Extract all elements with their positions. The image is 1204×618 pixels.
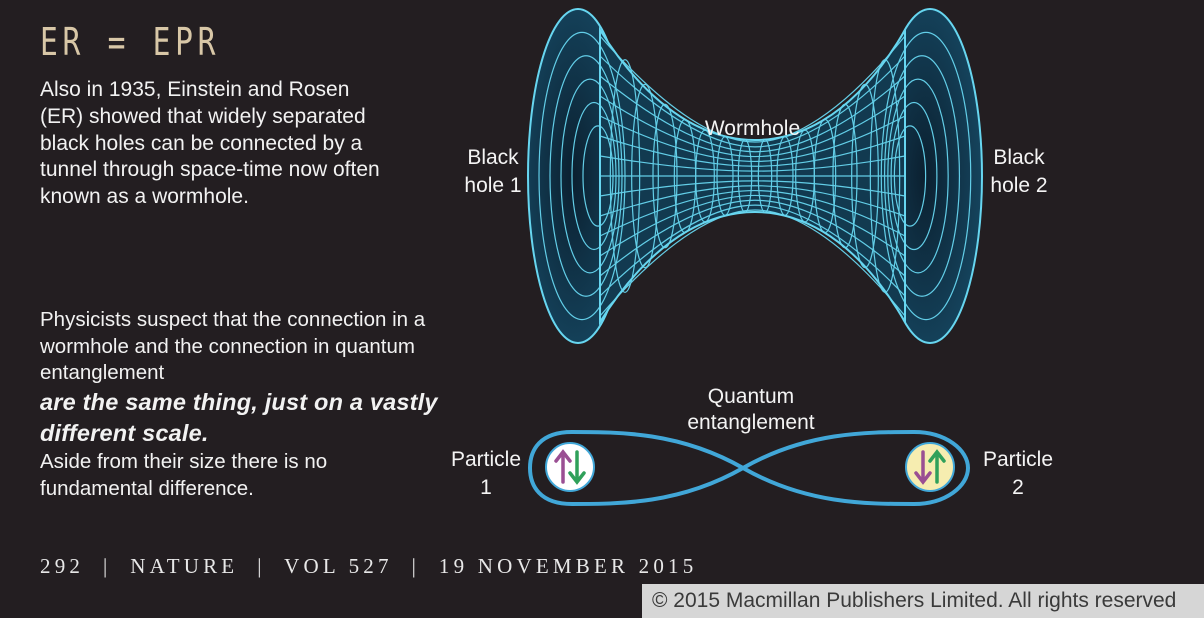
wormhole-grid-ring	[869, 59, 901, 293]
label-line: 1	[480, 476, 492, 499]
label-line: Quantum	[707, 385, 795, 408]
copyright-banner: © 2015 Macmillan Publishers Limited. All…	[642, 584, 1204, 618]
paragraph-outro: Aside from their size there is no fundam…	[40, 450, 328, 500]
wormhole-grid-line	[599, 189, 906, 237]
label-line: Black	[467, 146, 519, 169]
label-line: 2	[1012, 476, 1024, 499]
particle-2	[905, 442, 955, 492]
footer-citation: 292 | NATURE | VOL 527 | 19 NOVEMBER 201…	[40, 554, 698, 578]
wormhole-grid-line	[599, 115, 906, 163]
wormhole-grid-ring	[631, 83, 659, 269]
entanglement-loop	[527, 429, 971, 507]
label-particle-1: Particle 1	[440, 446, 532, 502]
paragraph-emphasis: are the same thing, just on a vastly dif…	[40, 389, 438, 447]
wormhole-illustration	[527, 8, 983, 344]
wormhole-grid-ring	[832, 103, 858, 249]
heading-er-epr: ER = EPR	[40, 20, 221, 64]
wormhole-grid-line	[599, 185, 906, 217]
wormhole-grid-line	[599, 209, 906, 317]
wormhole-grid-ring	[609, 59, 641, 293]
label-quantum-entanglement: Quantum entanglement	[660, 384, 842, 436]
paragraph-er-wormhole: Also in 1935, Einstein and Rosen (ER) sh…	[40, 78, 380, 209]
label-black-hole-1: Black hole 1	[450, 144, 536, 200]
label-line: hole 1	[464, 174, 522, 197]
wormhole-grid-line	[599, 135, 906, 167]
wormhole-grid-line	[599, 194, 906, 257]
paragraph-entanglement: Physicists suspect that the connection i…	[40, 307, 440, 503]
label-line: entanglement	[687, 411, 815, 434]
label-line: Particle	[450, 448, 522, 471]
wormhole-grid-line	[599, 95, 906, 158]
wormhole-grid-ring	[695, 129, 715, 223]
up-arrow-icon	[928, 449, 946, 484]
wormhole-grid-line	[599, 155, 906, 172]
up-arrow-icon	[554, 449, 572, 484]
wormhole-grid-ring	[776, 136, 794, 216]
wormhole-grid-ring	[737, 139, 753, 213]
label-black-hole-2: Black hole 2	[976, 144, 1062, 200]
particle-1	[545, 442, 595, 492]
wormhole-grid-line	[599, 75, 906, 153]
down-arrow-icon	[914, 450, 932, 485]
wormhole-grid-line	[599, 35, 906, 143]
label-wormhole: Wormhole	[704, 117, 801, 140]
wormhole-grid-ring	[851, 83, 879, 269]
label-line: Particle	[982, 448, 1054, 471]
paragraph-intro: Physicists suspect that the connection i…	[40, 308, 426, 385]
down-arrow-icon	[568, 450, 586, 485]
wormhole-grid-ring	[813, 118, 837, 234]
entanglement-illustration	[527, 429, 971, 507]
label-line: hole 2	[990, 174, 1048, 197]
wormhole-grid-line	[599, 199, 906, 277]
label-particle-2: Particle 2	[972, 446, 1064, 502]
wormhole-grid-ring	[652, 103, 678, 249]
wormhole-grid-ring	[716, 136, 734, 216]
label-line: Black	[993, 146, 1045, 169]
wormhole-grid-line	[599, 180, 906, 197]
wormhole-grid-ring	[757, 139, 773, 213]
